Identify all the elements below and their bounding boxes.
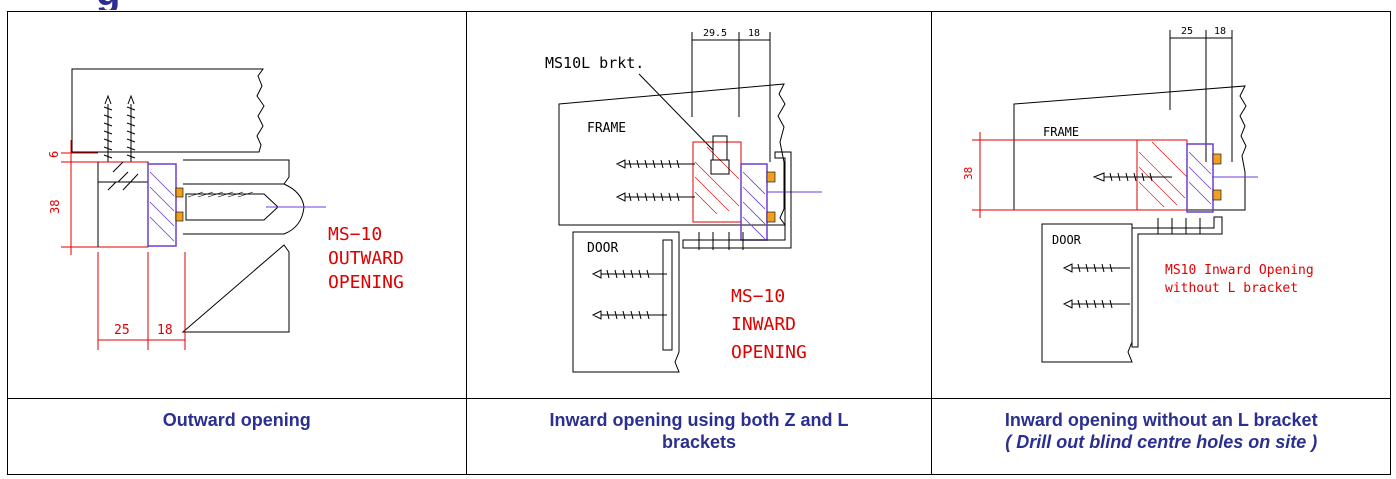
keeper xyxy=(183,183,305,235)
caption-inward-no-bracket-text: Inward opening without an L bracket xyxy=(1004,410,1318,430)
dim-width-a: 25 xyxy=(1181,26,1193,37)
door-label: DOOR xyxy=(587,241,618,256)
dim-width-a: 29.5 xyxy=(703,28,727,39)
dim-width-b: 18 xyxy=(1214,26,1226,37)
door-block xyxy=(572,231,680,373)
frame-label: FRAME xyxy=(1043,125,1079,139)
frame-block xyxy=(1013,85,1248,211)
z-bracket xyxy=(1131,216,1223,348)
panel-inward-drawing: 29.5 18 MS10L brkt. FRAME xyxy=(465,11,933,399)
caption-outward: Outward opening xyxy=(7,398,467,475)
door-block xyxy=(181,159,290,333)
inward-opening-drawing: 29.5 18 MS10L brkt. FRAME xyxy=(545,28,822,373)
frame-screws xyxy=(615,159,695,202)
page-title: g xyxy=(96,0,120,10)
dim-width-b: 18 xyxy=(157,323,173,338)
model-label-line2: INWARD xyxy=(731,314,796,335)
dim-width-b: 18 xyxy=(748,28,760,39)
frame-screw xyxy=(1093,172,1173,182)
l-bracket xyxy=(682,151,792,249)
model-label-line1: MS10 Inward Opening xyxy=(1165,263,1314,278)
panel-outward-drawing: 6 38 25 18 MS−10 OUTWARD OPENING xyxy=(7,11,467,399)
caption-inward: Inward opening using both Z and L bracke… xyxy=(465,398,933,475)
magnet-body xyxy=(147,163,177,247)
model-label-line1: MS−10 xyxy=(731,286,785,307)
door-screws xyxy=(1063,263,1131,309)
model-label-line1: MS−10 xyxy=(328,224,382,245)
caption-note: ( Drill out blind centre holes on site ) xyxy=(1005,432,1318,452)
dim-width-a: 25 xyxy=(114,323,130,338)
door-screws xyxy=(591,269,667,320)
caption-outward-text: Outward opening xyxy=(162,410,311,430)
callout-bracket: MS10L brkt. xyxy=(545,54,644,72)
magnet-body xyxy=(1186,143,1215,213)
model-label-line3: OPENING xyxy=(328,272,404,293)
inward-no-bracket-drawing: 25 18 FRAME 38 xyxy=(962,26,1314,363)
page-title-strip: g xyxy=(0,0,1396,10)
door-block xyxy=(1041,223,1134,363)
frame-label: FRAME xyxy=(587,121,626,136)
installation-diagram-table: 6 38 25 18 MS−10 OUTWARD OPENING 29.5 18… xyxy=(7,11,1391,475)
magnet-body xyxy=(739,163,768,241)
outward-opening-drawing: 6 38 25 18 MS−10 OUTWARD OPENING xyxy=(47,68,404,350)
dimension-lines xyxy=(61,140,186,350)
fixing-block xyxy=(97,161,149,248)
model-label-line2: OUTWARD xyxy=(328,248,404,269)
model-label-line3: OPENING xyxy=(731,342,807,363)
caption-inward-text: Inward opening using both Z and L bracke… xyxy=(549,410,849,452)
model-label-line2: without L bracket xyxy=(1165,281,1298,296)
panel-inward-no-bracket-drawing: 25 18 FRAME 38 xyxy=(931,11,1391,399)
frame-block xyxy=(558,83,786,226)
frame-block xyxy=(71,68,265,153)
dim-height: 38 xyxy=(962,167,975,180)
caption-inward-no-bracket: Inward opening without an L bracket ( Dr… xyxy=(931,398,1391,475)
door-label: DOOR xyxy=(1052,233,1082,247)
dim-height: 38 xyxy=(48,200,62,214)
dim-top-gap: 6 xyxy=(47,151,61,158)
frame-screws xyxy=(103,94,136,162)
